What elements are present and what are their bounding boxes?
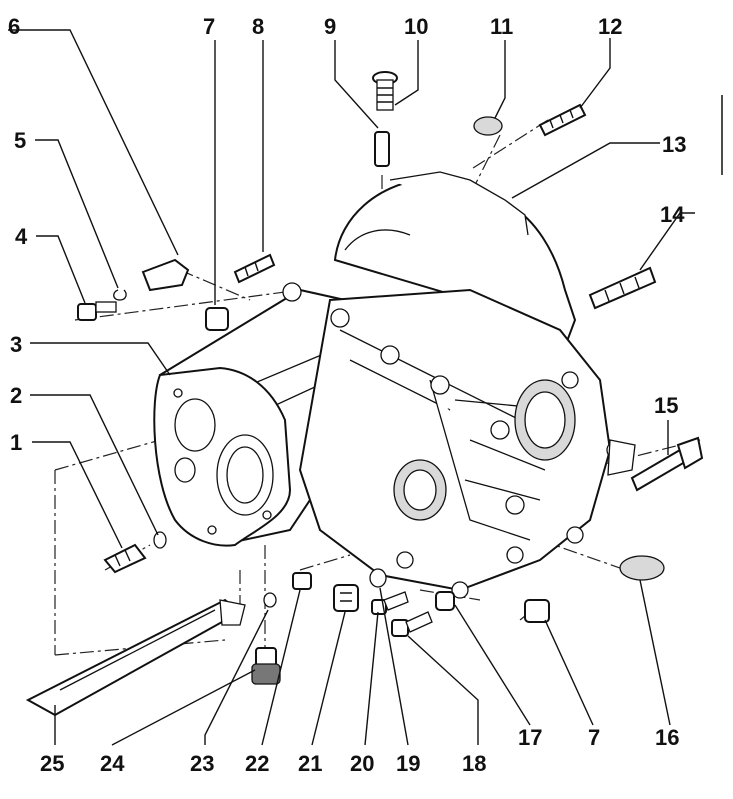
callout-24: 24 (100, 751, 125, 776)
bolt-part-20 (371, 591, 409, 615)
callout-8: 8 (252, 14, 264, 39)
callout-5: 5 (14, 128, 26, 153)
callout-12: 12 (598, 14, 622, 39)
callout-1: 1 (10, 430, 22, 455)
callout-7: 7 (203, 14, 215, 39)
gearbox-housing (153, 171, 636, 599)
callout-22: 22 (245, 751, 269, 776)
leader-lines (8, 29, 695, 746)
callout-3: 3 (10, 332, 22, 357)
bolt-part-18 (391, 611, 433, 637)
callout-15: 15 (654, 393, 678, 418)
callout-14: 14 (660, 202, 685, 227)
callout-11: 11 (490, 14, 513, 39)
callout-19: 19 (396, 751, 420, 776)
callout-7-lower: 7 (588, 725, 600, 750)
seal-ring-part (369, 568, 387, 588)
callout-9: 9 (324, 14, 336, 39)
seal-ring-part-2 (153, 531, 167, 549)
bolt-part-22 (292, 572, 312, 590)
callout-labels: 6 7 8 9 10 11 12 5 13 4 14 3 2 15 1 25 2… (8, 14, 686, 776)
callout-17: 17 (518, 725, 542, 750)
callout-2: 2 (10, 383, 22, 408)
bolt-part-15 (630, 436, 704, 492)
callout-16: 16 (655, 725, 679, 750)
washer-part-23 (263, 592, 277, 608)
cover-plate-part (25, 598, 242, 717)
plug-part (473, 116, 503, 136)
stud-part-14 (588, 266, 657, 310)
sender-switch-part (103, 543, 147, 574)
parts (25, 71, 704, 717)
sensor-part (251, 647, 281, 685)
nut-part (435, 591, 455, 611)
callout-25: 25 (40, 751, 64, 776)
stud-part-12 (538, 103, 587, 137)
bolt-part-4 (77, 301, 117, 321)
callout-18: 18 (462, 751, 486, 776)
callout-10: 10 (404, 14, 428, 39)
callout-13: 13 (662, 132, 686, 157)
sleeve-part (374, 131, 390, 167)
washer-part-16 (619, 555, 665, 581)
breather-cap-part (372, 71, 398, 111)
dowel-sleeve-part-lower (524, 599, 550, 623)
callout-20: 20 (350, 751, 374, 776)
callout-21: 21 (298, 751, 322, 776)
stud-part-8 (233, 253, 276, 284)
callout-23: 23 (190, 751, 214, 776)
drain-plug-part (333, 584, 359, 612)
callout-4: 4 (15, 224, 28, 249)
dowel-sleeve-part (205, 307, 229, 331)
bracket-part (141, 258, 190, 292)
callout-6: 6 (8, 14, 20, 39)
circlip-part (113, 289, 127, 301)
